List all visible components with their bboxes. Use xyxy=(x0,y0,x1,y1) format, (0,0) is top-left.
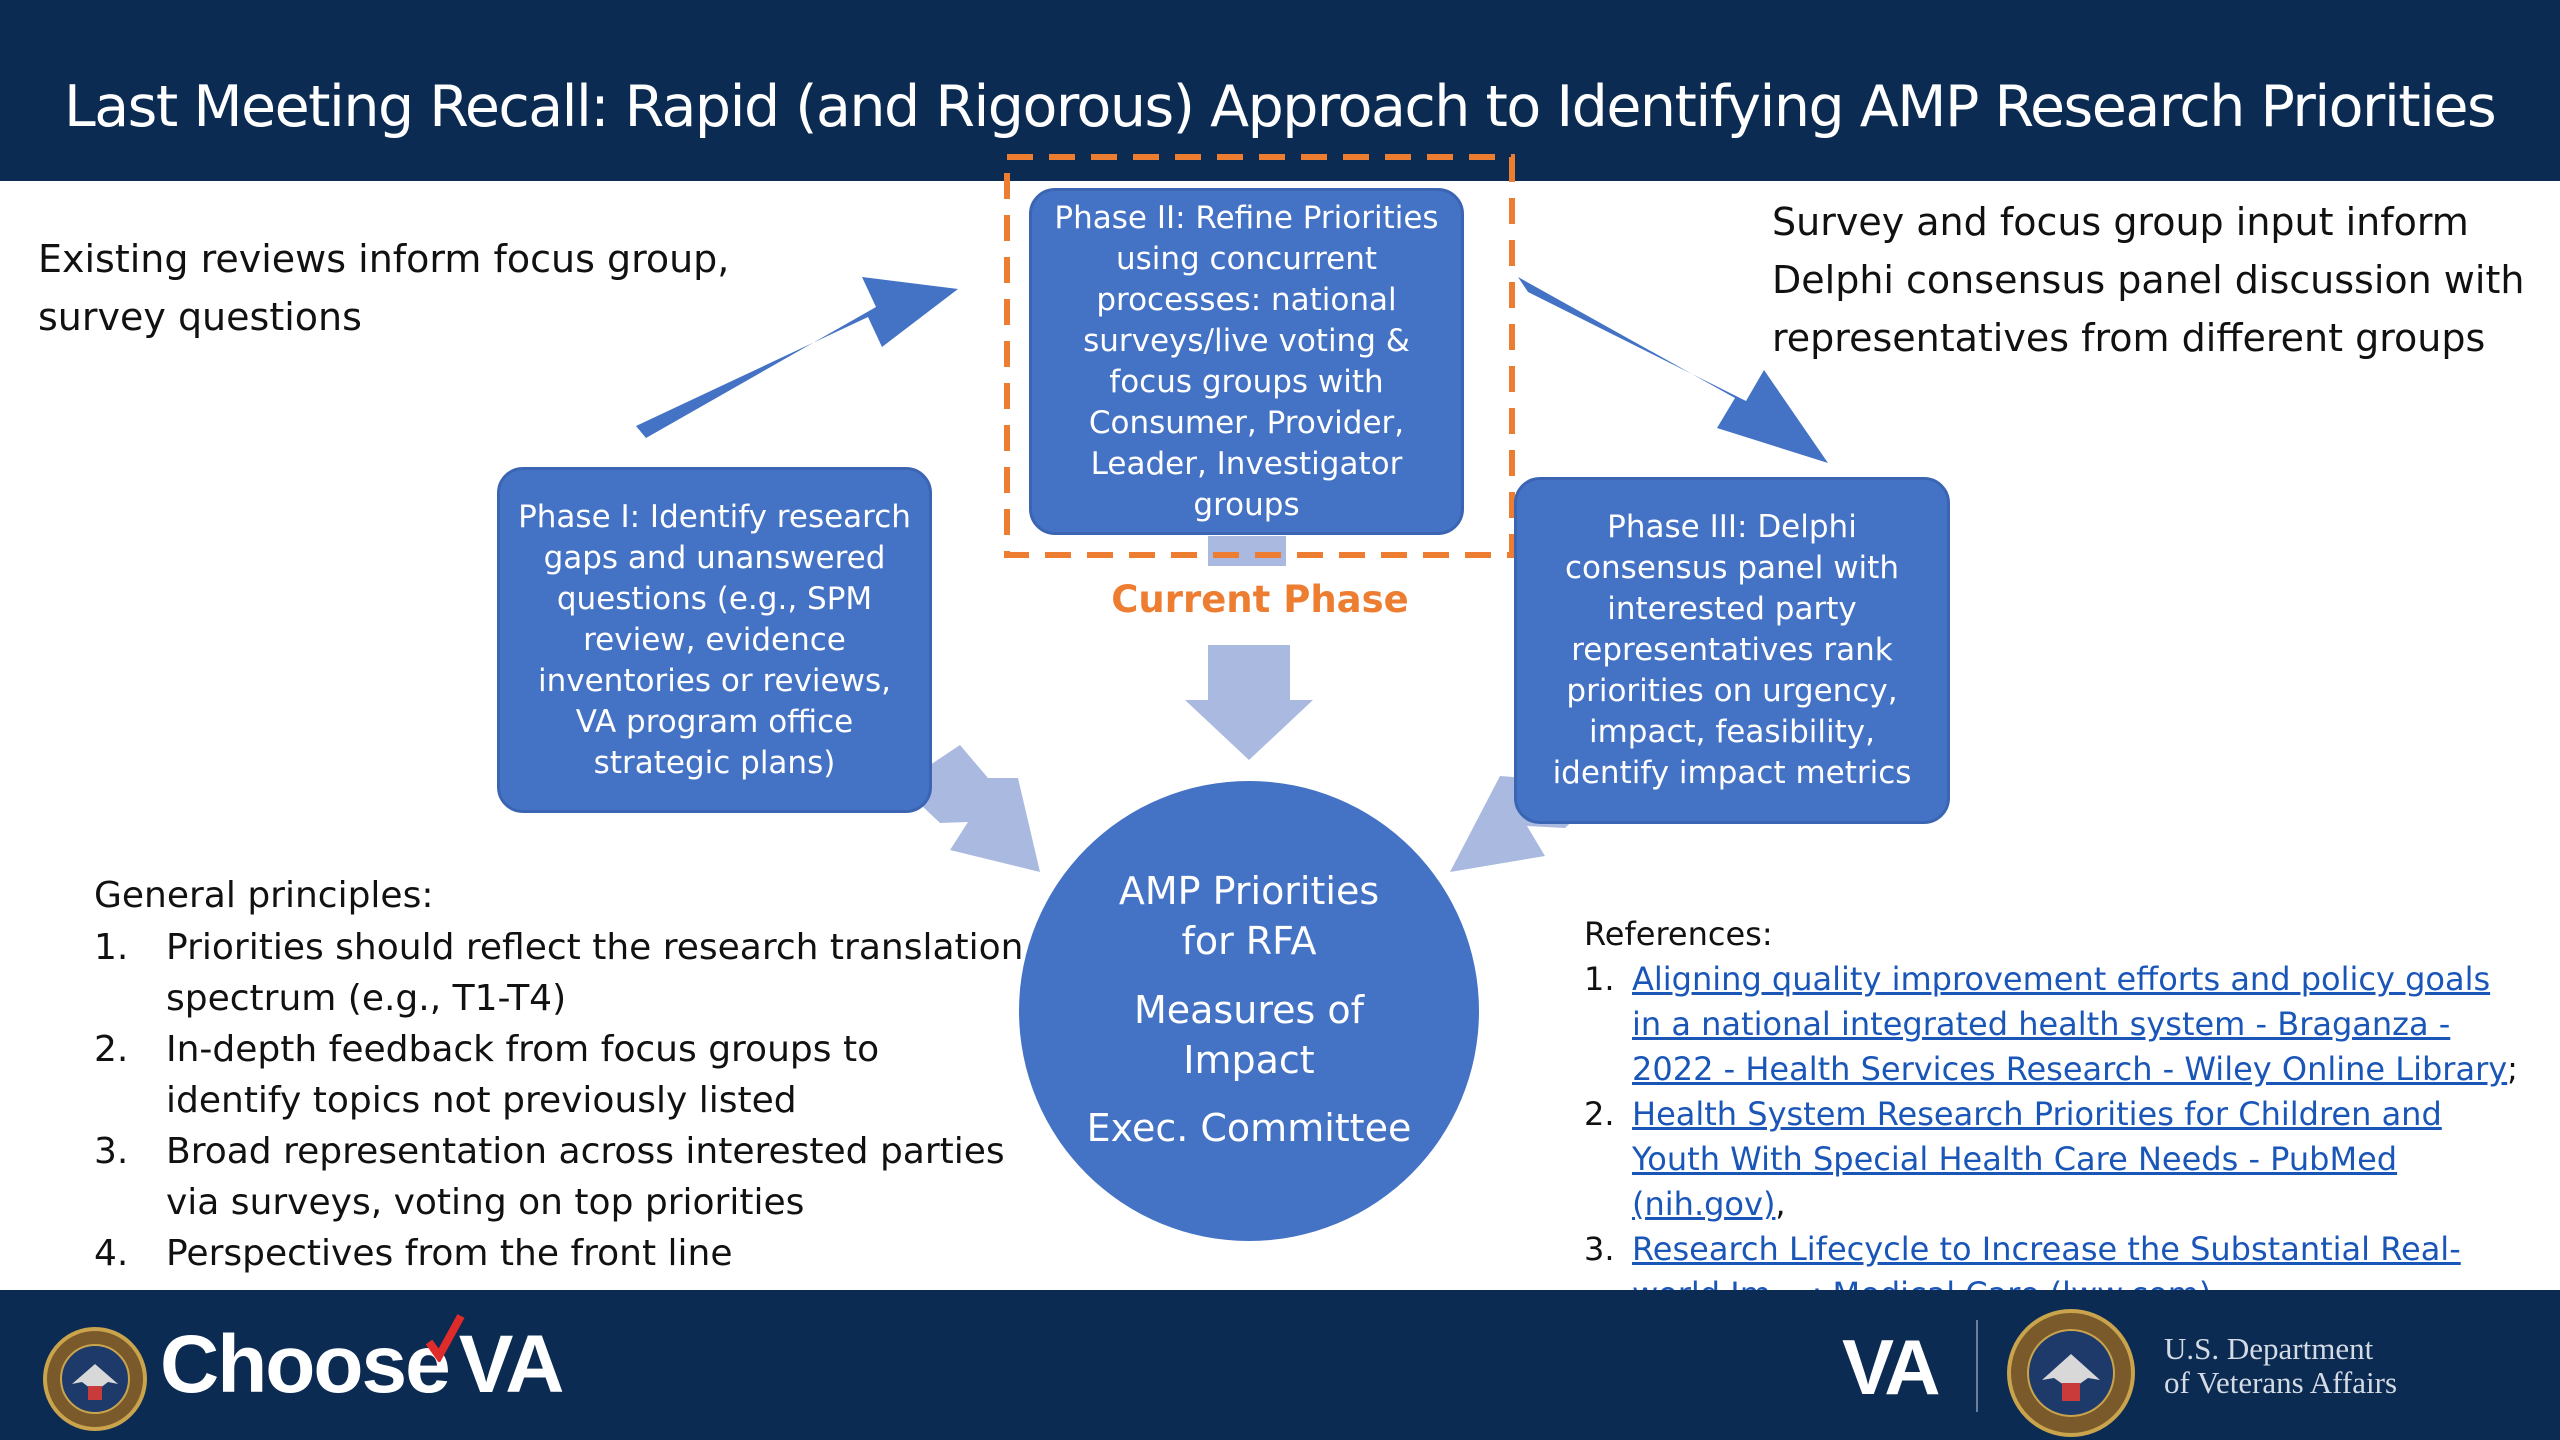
reference-suffix: ; xyxy=(2507,1050,2518,1088)
principle-text: Broad representation across interested p… xyxy=(166,1131,1005,1223)
phase2-connector xyxy=(1208,536,1286,566)
arrow-down-to-center xyxy=(1185,645,1313,760)
phase3-box: Phase III: Delphi consensus panel with i… xyxy=(1514,477,1950,824)
current-phase-label: Current Phase xyxy=(1111,578,1409,621)
reference-link[interactable]: Health System Research Priorities for Ch… xyxy=(1632,1095,2442,1223)
reference-link[interactable]: Aligning quality improvement efforts and… xyxy=(1632,960,2508,1088)
reference-item: 2.Health System Research Priorities for … xyxy=(1584,1095,2442,1223)
current-phase-frame xyxy=(1004,154,1515,558)
arrow-phase1-to-center xyxy=(900,745,1040,872)
header-bar: Last Meeting Recall: Rapid (and Rigorous… xyxy=(0,0,2560,181)
va-seal-icon xyxy=(2007,1309,2135,1437)
note-left: Existing reviews inform focus group, sur… xyxy=(38,237,730,339)
center-line-5: Exec. Committee xyxy=(1086,1106,1412,1150)
center-line-3: Measures of xyxy=(1133,988,1364,1032)
principles-heading: General principles: xyxy=(94,875,434,916)
principle-text: Perspectives from the front line xyxy=(166,1233,733,1274)
references-heading: References: xyxy=(1584,915,1773,953)
reference-item: 1.Aligning quality improvement efforts a… xyxy=(1584,960,2518,1088)
note-right: Survey and focus group input inform Delp… xyxy=(1772,200,2525,360)
principle-text: Priorities should reflect the research t… xyxy=(166,927,1024,1019)
center-circle: AMP Priorities for RFA Measures of Impac… xyxy=(1019,781,1479,1241)
arrow-phase2-to-phase3 xyxy=(1518,277,1828,463)
reference-suffix: , xyxy=(1775,1185,1786,1223)
references: References: 1.Aligning quality improveme… xyxy=(1584,911,2524,1317)
brand-choose: Choose xyxy=(160,1319,451,1410)
principle-item: 2.In-depth feedback from focus groups to… xyxy=(94,1029,880,1121)
va-seal-icon xyxy=(43,1327,147,1431)
phase2-box: Phase II: Refine Priorities using concur… xyxy=(1029,188,1464,535)
dept-name: U.S. Department of Veterans Affairs xyxy=(2164,1332,2397,1400)
va-logo: VA xyxy=(1842,1323,1941,1411)
center-line-1: AMP Priorities xyxy=(1118,869,1380,913)
footer-divider xyxy=(1976,1320,1978,1412)
dept-line-2: of Veterans Affairs xyxy=(2164,1365,2398,1400)
center-line-4: Impact xyxy=(1183,1038,1315,1082)
center-line-2: for RFA xyxy=(1181,919,1317,963)
principle-item: 3.Broad representation across interested… xyxy=(94,1131,1005,1223)
phase1-box: Phase I: Identify research gaps and unan… xyxy=(497,467,932,813)
arrow-phase1-to-phase2 xyxy=(636,277,958,438)
general-principles: General principles: 1.Priorities should … xyxy=(94,870,1024,1279)
principle-item: 1.Priorities should reflect the research… xyxy=(94,927,1024,1019)
page-title: Last Meeting Recall: Rapid (and Rigorous… xyxy=(64,74,2497,140)
checkmark-icon xyxy=(425,1314,465,1362)
principle-text: In-depth feedback from focus groups to i… xyxy=(166,1029,880,1121)
principle-item: 4.Perspectives from the front line xyxy=(94,1233,733,1274)
dept-line-1: U.S. Department xyxy=(2164,1331,2374,1366)
brand-va: VA xyxy=(458,1319,565,1410)
